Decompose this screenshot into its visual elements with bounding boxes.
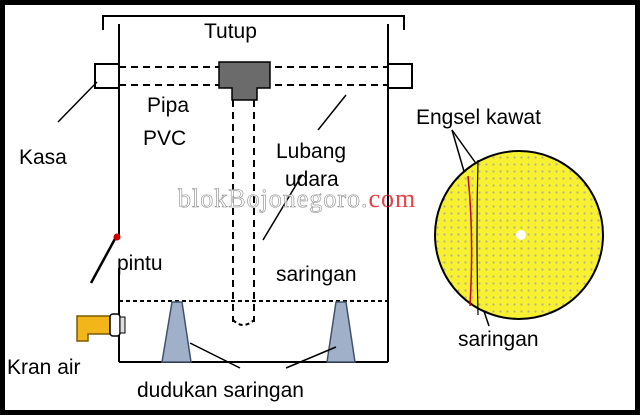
pvc-tee-fitting: [218, 61, 271, 101]
label-kasa: Kasa: [19, 146, 67, 169]
pipe-end-left-kasa: [94, 63, 120, 89]
label-tutup: Tutup: [204, 20, 257, 43]
filter-disc: [434, 150, 604, 320]
watermark: blokBojonegoro.com: [178, 184, 416, 213]
door-flap: [89, 236, 118, 284]
leader-lubang-udara-top: [317, 94, 347, 131]
leader-dudukan-left: [189, 342, 241, 369]
faucet-icon: [76, 313, 126, 342]
label-dudukan-saringan: dudukan saringan: [137, 379, 304, 402]
leader-dudukan-right: [285, 346, 337, 369]
label-engsel-kawat: Engsel kawat: [416, 106, 541, 129]
label-pipa: Pipa: [147, 94, 189, 117]
disc-center-hole: [516, 230, 526, 240]
label-lubang: Lubang: [276, 140, 346, 163]
watermark-main: blokBojonegoro.: [178, 184, 369, 213]
disc-hinge-wire: [467, 175, 473, 307]
label-udara: udara: [285, 168, 339, 191]
pipe-end-right-kasa: [387, 63, 413, 89]
vertical-pipe: [232, 100, 255, 326]
label-kran-air: Kran air: [7, 356, 81, 379]
label-pintu: pintu: [117, 252, 163, 275]
label-saringan-disc: saringan: [458, 328, 539, 351]
label-saringan-tank: saringan: [276, 263, 357, 286]
tank-lid: [102, 15, 405, 30]
leader-lubang-udara-bottom: [262, 174, 303, 241]
leader-kasa: [57, 81, 98, 123]
door-hinge-dot: [113, 233, 121, 241]
filter-stand-right: [326, 301, 356, 363]
label-pvc: PVC: [143, 127, 186, 150]
filter-stand-left: [161, 301, 192, 363]
watermark-accent: com: [369, 184, 417, 213]
